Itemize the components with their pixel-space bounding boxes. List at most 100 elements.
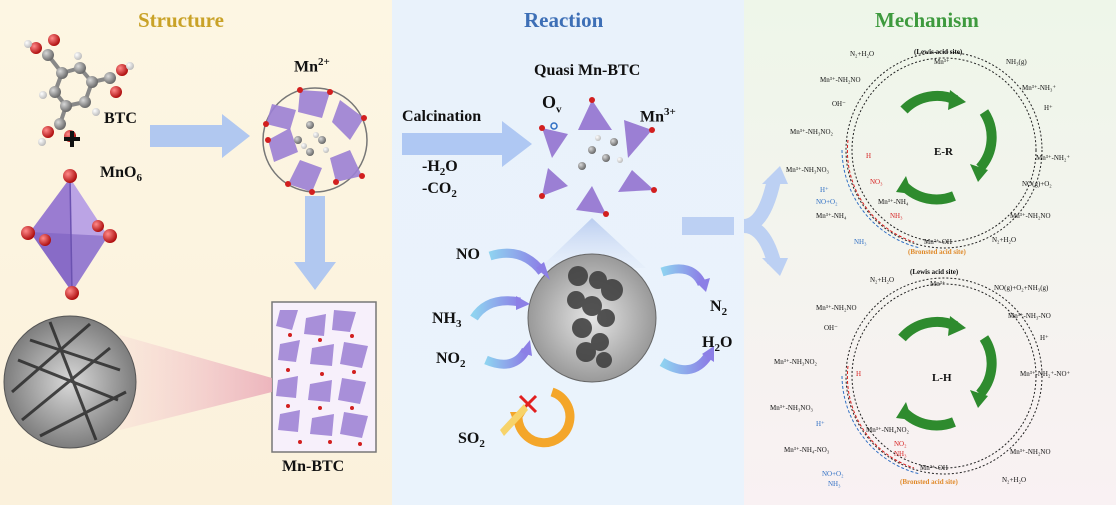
mno6-text: MnO [100, 164, 137, 181]
no2-text: NO [436, 350, 460, 367]
reaction-art [402, 97, 734, 448]
lh-label: L-H [932, 372, 952, 384]
nh3-text: NH [432, 310, 456, 327]
arrow-cluster-to-mnbtc [294, 196, 336, 290]
mno6-octahedron [21, 169, 117, 300]
er-mn3-nh3: Mn³⁺-NH₃⁺ [1022, 84, 1057, 92]
lh-mn2-oh: Mn²⁺-OH [920, 464, 948, 472]
lh-blue-h: H⁺ [816, 420, 825, 428]
lh-mn3-nh2no: Mn³⁺-NH₂NO [816, 304, 857, 312]
no-flow-arrow [488, 248, 546, 275]
mno6-label: MnO6 [100, 164, 142, 184]
zoom-cone [540, 218, 646, 268]
mno6-sub: 6 [136, 172, 142, 185]
lh-oh: OH⁻ [824, 324, 838, 332]
arrow-to-er [744, 178, 781, 233]
n2-text: N [710, 298, 722, 315]
mechanism-title: Mechanism [875, 8, 979, 32]
er-red-h: H [866, 152, 872, 160]
er-mn3-nh4-2: Mn³⁺-NH₄ [816, 212, 847, 220]
mn2-text: Mn [294, 58, 318, 76]
er-blue-h: H⁺ [820, 186, 829, 194]
lh-no-o2-nh3: NO(g)+O₂+NH₃(g) [994, 284, 1049, 292]
lh-blue-no-o2: NO+O₂ [822, 470, 844, 478]
no2-sub: 2 [460, 358, 466, 371]
no2-label: NO2 [436, 350, 466, 370]
h2o-loss-end: O [445, 158, 458, 175]
nh3-label: NH3 [432, 310, 462, 330]
calcination-label: Calcination [402, 108, 482, 125]
er-nh3g: NH₃(g) [1006, 58, 1027, 66]
calcination-arrow [402, 121, 532, 167]
lh-mn3-top: Mn³⁺ [930, 280, 946, 288]
lh-mn3-nh3no3: Mn³⁺-NH₃NO₃ [770, 404, 813, 412]
er-n2h2o-bot: N₂+H₂O [992, 236, 1016, 244]
h2o-flow-arrow [659, 353, 712, 375]
lh-mn3-nh4no3: Mn³⁺-NH₄-NO₃ [784, 446, 830, 454]
er-blue-nh3: NH₃ [854, 238, 867, 246]
lh-h-plus: H⁺ [1040, 334, 1049, 342]
lh-mn3-nh3no: Mn³⁺-NH₃-NO [1008, 312, 1051, 320]
er-no-o2: NO(g)+O₂ [1022, 180, 1052, 188]
n2-label: N2 [710, 298, 727, 318]
mnbtc-label: Mn-BTC [282, 458, 345, 475]
co2-loss-label: -CO2 [422, 180, 457, 200]
reaction-panel: Reaction [392, 0, 744, 505]
no-label: NO [456, 246, 480, 263]
so2-sub: 2 [479, 438, 485, 451]
lh-mn3-nh2-no: Mn³⁺-NH₂⁺-NO⁺ [1020, 370, 1071, 378]
btc-label: BTC [104, 110, 137, 127]
er-mn3-nh3no2: Mn³⁺-NH₃NO₂ [790, 128, 833, 136]
h2o-label: H2O [702, 334, 732, 354]
er-lewis-label: (Lewis acid site) [914, 48, 963, 56]
tem-beam [120, 335, 272, 430]
ov-label: Ov [542, 92, 562, 116]
er-cycle [841, 51, 1043, 249]
reaction-title: Reaction [524, 8, 604, 32]
er-label: E-R [934, 146, 953, 158]
lh-red-nh3: NH₃ [894, 450, 907, 458]
h2o-sub: 2 [714, 342, 720, 355]
er-mn2-oh: Mn²⁺-OH [924, 238, 952, 246]
lh-mn3-nh2no-r: Mn³⁺-NH₂NO [1010, 448, 1051, 456]
nh3-sub: 3 [456, 318, 462, 331]
h2o-loss-text: -H [422, 158, 440, 175]
lh-bronsted-label: (Bronsted acid site) [900, 478, 958, 486]
tem-image-particles [527, 253, 657, 383]
mnbtc-lattice [271, 301, 377, 453]
lh-mn3-nh3no2: Mn³⁺-NH₃NO₂ [774, 358, 817, 366]
plus-sign [64, 131, 80, 147]
h2o-loss-label: -H2O [422, 158, 458, 178]
tem-image-rods [3, 315, 137, 449]
mn2-cluster [262, 87, 368, 195]
lh-lewis-label: (Lewis acid site) [910, 268, 959, 276]
er-mn3-nh3no3: Mn³⁺-NH₃NO₃ [786, 166, 829, 174]
er-mn3-top: Mn³⁺ [934, 58, 950, 66]
so2-text: SO [458, 430, 480, 447]
ov-text: O [542, 92, 557, 112]
so2-label: SO2 [458, 430, 485, 450]
h2o-end: O [719, 334, 733, 351]
arrow-btc-to-cluster [150, 114, 250, 158]
n2-sub: 2 [721, 306, 728, 319]
arrow-to-lh [744, 219, 781, 265]
lh-n2h2o-top: N₂+H₂O [870, 276, 894, 284]
so2-blocked-icon [500, 387, 575, 448]
er-mn3-nh4: Mn³⁺-NH₄ [878, 198, 909, 206]
lh-cycle [841, 277, 1043, 475]
quasi-mnbtc-label: Quasi Mn-BTC [534, 62, 641, 79]
mechanism-panel: Mechanism [744, 0, 1116, 505]
structure-title: Structure [138, 8, 224, 32]
mechanism-art [744, 51, 1043, 475]
structure-panel: Structure [0, 0, 392, 505]
er-red-nh3: NH₃ [890, 212, 903, 220]
lh-mn3-nh4no2: Mn³⁺-NH₄NO₂ [866, 426, 909, 434]
mn2-label: Mn2+ [294, 56, 330, 76]
oxygen-vacancy-marker [550, 122, 558, 130]
er-h-plus: H⁺ [1044, 104, 1053, 112]
er-red-no3: NO₃ [870, 178, 883, 186]
h2o-text: H [702, 334, 715, 351]
mn2-sup: 2+ [318, 56, 330, 68]
lh-blue-nh3: NH₃ [828, 480, 841, 488]
